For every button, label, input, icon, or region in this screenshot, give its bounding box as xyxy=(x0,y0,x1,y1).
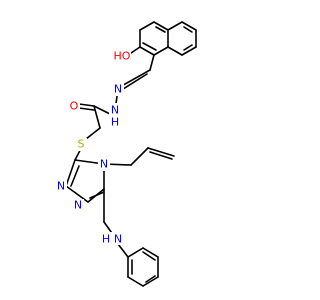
atom-label-hydrazide-nh: N H xyxy=(109,103,122,129)
triazole-nitrogen-1-label: N xyxy=(57,180,65,193)
anilinomethyl-group xyxy=(103,188,129,258)
hydrazide-hydrogen-label: H xyxy=(111,116,119,129)
chemical-structure-diagram: HO N O N H S N N N H N xyxy=(55,21,197,287)
triazole-nitrogen-2-label: N xyxy=(74,199,82,212)
atom-label-sulfur: S xyxy=(75,138,87,151)
naphthalene-ring-a xyxy=(139,21,169,56)
imine-nitrogen-label: N xyxy=(114,83,122,96)
phenyl-ring xyxy=(127,247,159,287)
atom-label-ho: HO xyxy=(113,49,131,63)
hydroxyl-label: HO xyxy=(114,50,131,63)
triazole-nitrogen-4-label: N xyxy=(100,158,108,171)
atom-label-imine-n: N xyxy=(112,83,124,96)
amine-nitrogen-label: N xyxy=(114,233,122,246)
allyl-group xyxy=(103,147,175,166)
amine-hydrogen-label: H xyxy=(102,233,110,246)
carbonyl-oxygen-label: O xyxy=(70,100,79,113)
atom-label-triazole-n4: N xyxy=(98,158,110,171)
atom-label-triazole-n2: N xyxy=(72,199,84,212)
hydrazide-nitrogen-label: N xyxy=(111,104,119,117)
atom-label-carbonyl-o: O xyxy=(68,100,80,113)
acetamide-chain xyxy=(74,103,111,161)
naphthalene-ring-b xyxy=(167,21,197,56)
sulfur-label: S xyxy=(78,138,85,151)
atom-label-amine-nh: H N xyxy=(101,232,125,246)
atom-label-triazole-n1: N xyxy=(55,180,67,193)
